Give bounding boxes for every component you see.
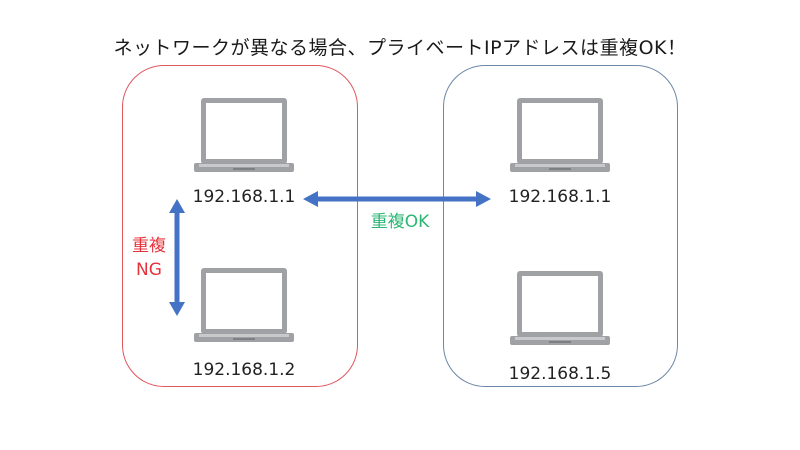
network-right-box — [443, 65, 678, 387]
diagram-title: ネットワークが異なる場合、プライベートIPアドレスは重複OK！ — [113, 37, 687, 59]
network-left-box — [122, 65, 358, 387]
duplicate-ng-label-line2: NG — [136, 260, 162, 280]
laptop-icon — [510, 98, 610, 172]
duplicate-ok-label: 重複OK — [370, 212, 430, 232]
ip-address-label: 192.168.1.2 — [192, 360, 296, 380]
duplicate-ng-label-line1: 重複 — [132, 236, 166, 256]
ip-address-label: 192.168.1.1 — [192, 187, 296, 207]
laptop-icon — [194, 268, 294, 342]
duplicate-ng-label: 重複 NG — [124, 234, 174, 282]
laptop-icon — [194, 98, 294, 172]
laptop-icon — [510, 271, 610, 345]
horizontal-double-arrow — [303, 191, 491, 207]
vertical-double-arrow — [169, 199, 185, 316]
ip-address-label: 192.168.1.5 — [508, 364, 612, 384]
ip-address-label: 192.168.1.1 — [508, 187, 612, 207]
